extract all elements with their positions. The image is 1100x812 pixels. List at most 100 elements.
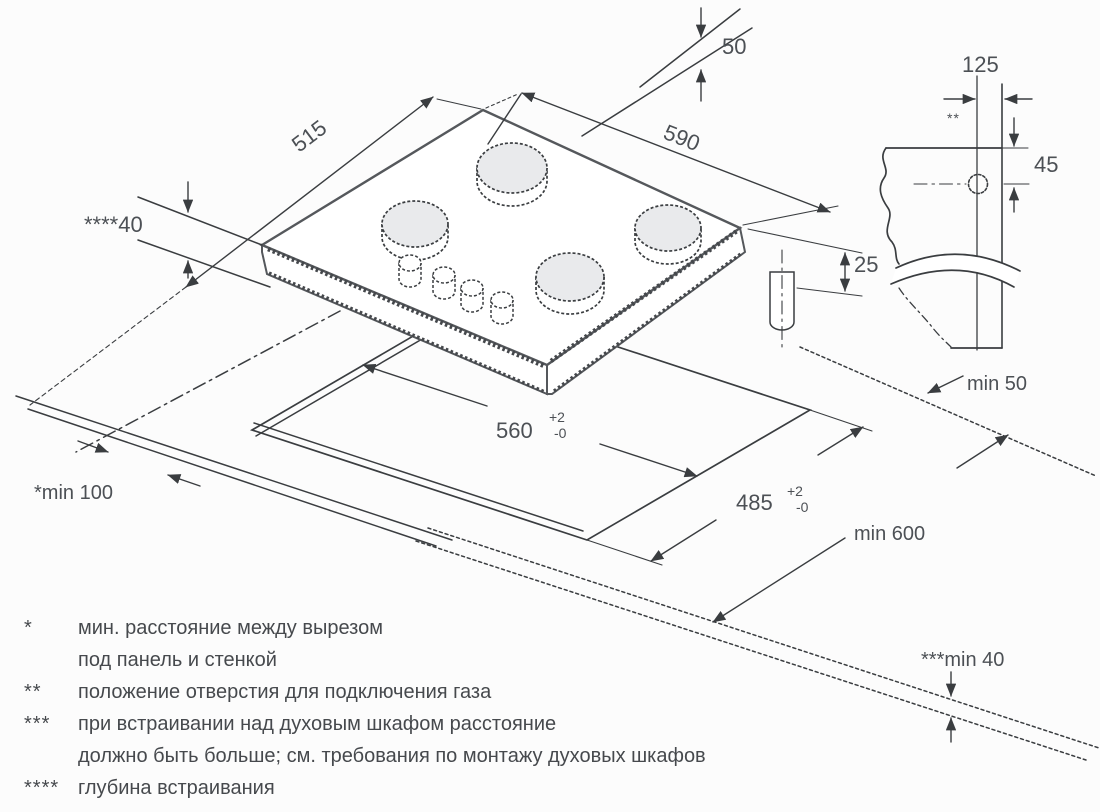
hob-edge-hatching (552, 251, 744, 393)
footnote-text: при встраивании над духовым шкафом расст… (78, 713, 557, 735)
gas-connection-detail: 125 ** 45 (879, 52, 1058, 351)
label-cutout-depth: 485 (736, 490, 773, 515)
footnote-text: под панель и стенкой (78, 649, 277, 671)
footnote-text: положение отверстия для подключения газа (78, 681, 492, 703)
label-hob-depth: 515 (287, 115, 331, 157)
footnote-marker: *** (24, 713, 51, 735)
burner-top (476, 142, 548, 194)
break-mask (891, 254, 1020, 287)
label-hob-width: 590 (660, 119, 703, 156)
extension-line (581, 27, 753, 137)
dimension-line (956, 434, 1009, 469)
extension-line (796, 287, 863, 297)
footnote-marker: ** (24, 681, 42, 703)
label-tolerance-plus: +2 (549, 409, 565, 425)
worktop-front-edge-inner (415, 540, 1087, 761)
footnote-row: * мин. расстояние между вырезом (24, 612, 744, 644)
dimension-cutout-depth-485: 485 +2 -0 (650, 426, 864, 562)
footnote-row: **** глубина встраивания (24, 772, 744, 804)
dimension-rear-offset-50: 50 (581, 7, 753, 137)
burner-left (381, 200, 449, 261)
dimension-body-height-25: 25 (747, 228, 878, 297)
worktop-rear-edge (799, 346, 1097, 477)
burner-top (381, 200, 449, 248)
footnote-row: под панель и стенкой (24, 644, 744, 676)
knob-top (432, 266, 456, 284)
burner-top (634, 204, 702, 252)
leader-line (487, 93, 522, 145)
extension-line (586, 539, 663, 566)
hob-edge-hatching (549, 229, 739, 363)
wall-edge-line (27, 408, 437, 547)
label-min-side: *min 100 (34, 482, 113, 504)
footnote-marker: * (24, 617, 33, 639)
leader-line (927, 375, 964, 394)
extension-line (747, 228, 863, 254)
dimension-line (362, 363, 488, 407)
footnotes: * мин. расстояние между вырезом под пане… (24, 612, 744, 804)
label-tolerance-minus: -0 (554, 425, 567, 441)
hob-edge-hatching (267, 246, 545, 369)
extension-line (436, 98, 482, 110)
label-rear-offset: 50 (722, 34, 746, 59)
label-min-rear: min 50 (967, 373, 1027, 395)
footnote-text: мин. расстояние между вырезом (78, 617, 383, 639)
footnote-marker (24, 740, 78, 772)
dimension-line (599, 443, 698, 478)
footnote-marker (24, 644, 78, 676)
hob (259, 108, 795, 396)
label-tolerance-minus: -0 (796, 499, 809, 515)
knob-top (398, 254, 422, 272)
label-min-front: min 600 (854, 523, 925, 545)
panel-torn-edge-lower (898, 287, 952, 348)
dimension-line (712, 537, 846, 623)
footnote-text: глубина встраивания (78, 777, 275, 799)
dimension-min-600: min 600 (712, 434, 1009, 623)
footnote-row: должно быть больше; см. требования по мо… (24, 740, 744, 772)
break-line (890, 269, 1015, 288)
footnote-text: должно быть больше; см. требования по мо… (78, 745, 706, 767)
extension-line (639, 8, 741, 88)
dimension-min-40: ***min 40 (921, 649, 1004, 743)
dimension-line (521, 92, 831, 213)
wall-edge-line (15, 395, 453, 541)
label-tolerance-plus: +2 (787, 483, 803, 499)
dimension-embed-depth-40: ****40 (84, 181, 271, 288)
extension-line (29, 286, 187, 406)
gas-hole (967, 173, 989, 195)
label-embed-depth: ****40 (84, 212, 143, 237)
cutout-extension-hidden-line (75, 310, 341, 453)
label-gas-marker: ** (947, 110, 960, 126)
extension-line (137, 196, 263, 246)
dimension-line (817, 426, 864, 456)
label-gas-height: 45 (1034, 152, 1058, 177)
label-cutout-width: 560 (496, 418, 533, 443)
burner-top (535, 252, 605, 302)
dimension-cutout-width-560: 560 +2 -0 (362, 363, 698, 478)
gas-pipe (769, 249, 795, 351)
footnote-row: ** положение отверстия для подключения г… (24, 676, 744, 708)
dimension-min-50: min 50 (927, 373, 1027, 395)
dimension-line (167, 474, 201, 487)
label-body-height: 25 (854, 252, 878, 277)
knob-top (460, 279, 484, 297)
panel-torn-edge (879, 147, 900, 265)
extension-line (485, 93, 519, 109)
label-gas-offset: 125 (962, 52, 999, 77)
break-line (895, 253, 1021, 272)
dimension-line (185, 96, 434, 288)
footnote-row: *** при встраивании над духовым шкафом р… (24, 708, 744, 740)
dimension-line (77, 440, 109, 453)
dimension-min-100: *min 100 (34, 440, 201, 504)
burner-rear (476, 142, 548, 207)
label-min-bottom: ***min 40 (921, 649, 1004, 671)
hob-edge-hatching (268, 271, 546, 394)
extension-line (137, 239, 271, 288)
burner-right (634, 204, 702, 265)
worktop-front-edge (427, 527, 1100, 749)
worktop-lines (15, 286, 1100, 761)
dimension-line (650, 519, 717, 562)
knob-top (490, 291, 514, 309)
